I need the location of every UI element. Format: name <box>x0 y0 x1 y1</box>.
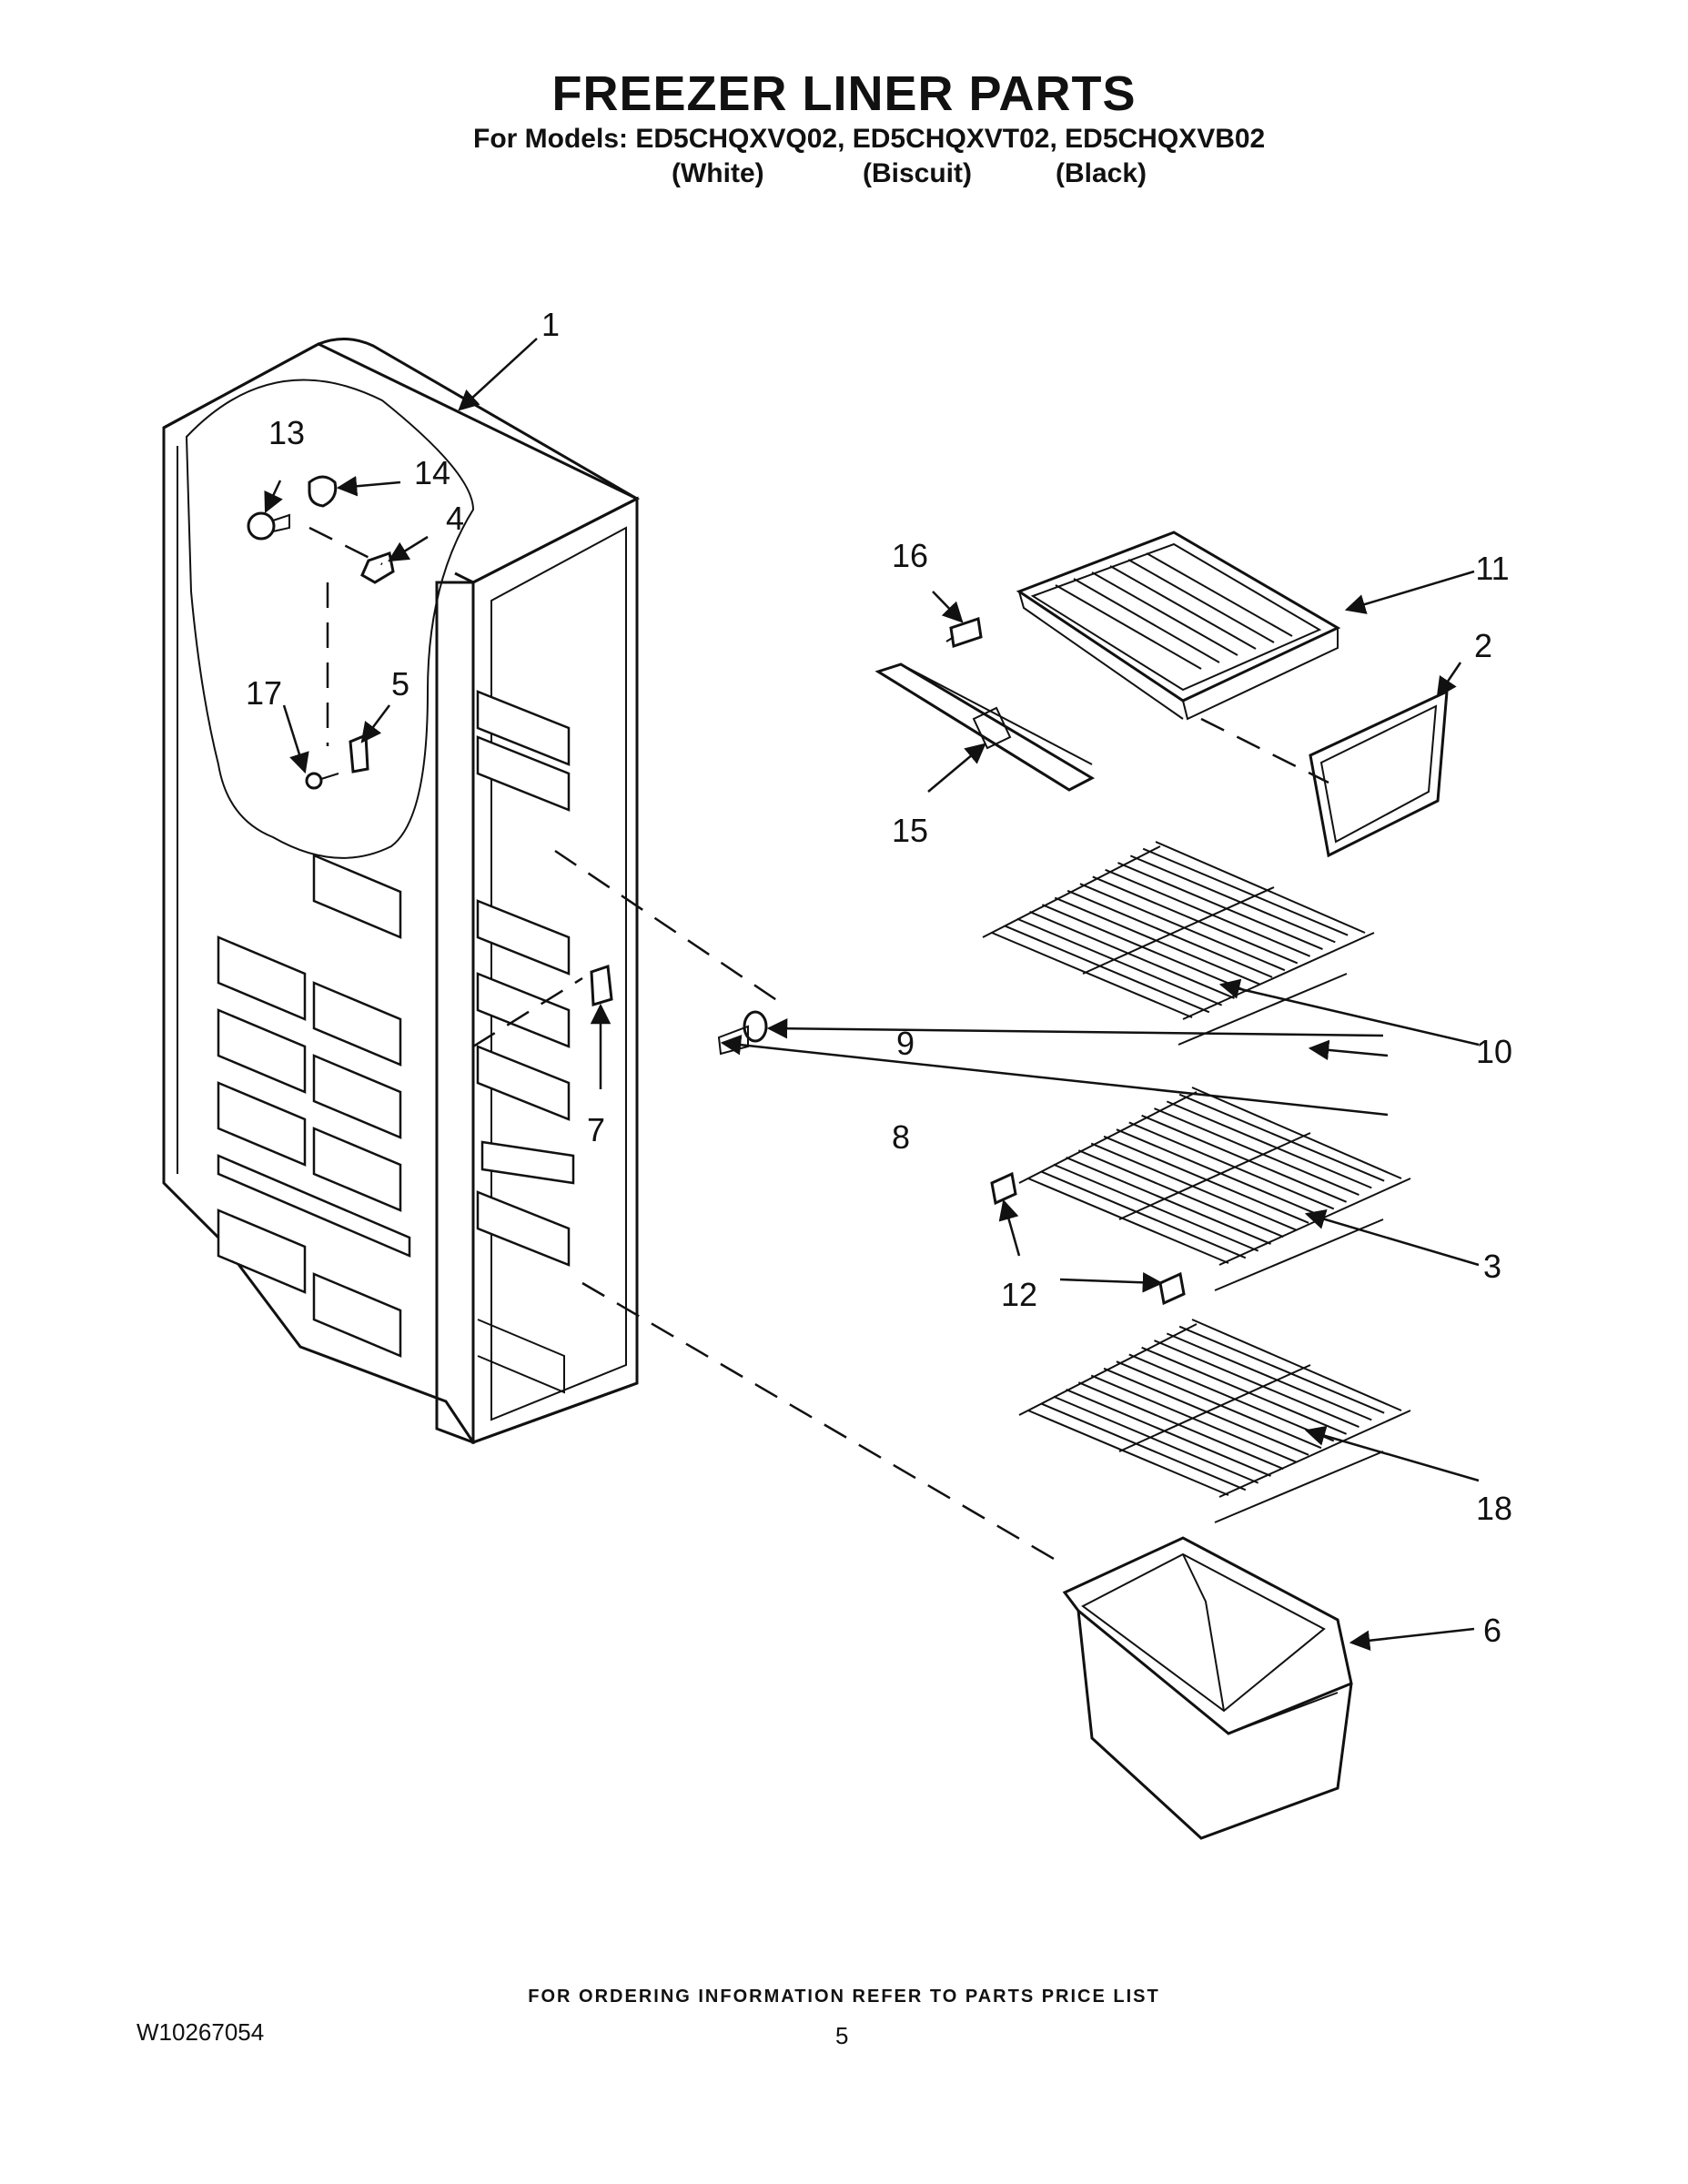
color-black: (Black) <box>1056 158 1147 188</box>
freezer-liner <box>162 338 641 1445</box>
callout-5: 5 <box>390 665 410 703</box>
wall-panels <box>217 854 411 1358</box>
screw <box>945 617 983 648</box>
shelf-rail <box>874 662 1096 792</box>
models-line: For Models: ED5CHQXVQ02, ED5CHQXVT02, ED… <box>473 124 1266 154</box>
wire-shelves <box>982 841 1411 1523</box>
callout-11: 11 <box>1475 550 1510 587</box>
ordering-note: FOR ORDERING INFORMATION REFER TO PARTS … <box>528 1987 1160 2007</box>
callout-6: 6 <box>1482 1612 1502 1649</box>
callout-14: 14 <box>413 454 451 491</box>
leader-arrows <box>264 338 1480 1651</box>
glass-shelf <box>1309 689 1449 858</box>
callout-17: 17 <box>245 674 283 712</box>
page-number: 5 <box>835 2022 849 2049</box>
callout-4: 4 <box>445 500 465 537</box>
callout-13: 13 <box>268 414 306 451</box>
wire-shelf-18 <box>1018 1319 1411 1523</box>
color-white: (White) <box>672 158 764 188</box>
callout-15: 15 <box>891 812 929 849</box>
callout-1: 1 <box>541 306 561 343</box>
shelf-frame <box>1016 531 1341 721</box>
callout-10: 10 <box>1475 1033 1513 1070</box>
freezer-bin <box>1062 1536 1353 1840</box>
page-title: FREEZER LINER PARTS <box>551 66 1137 121</box>
callout-7: 7 <box>586 1111 606 1148</box>
callout-2: 2 <box>1473 627 1493 664</box>
small-parts <box>247 475 768 1056</box>
rail-slots <box>476 690 571 1267</box>
shelf-pins <box>990 1171 1186 1306</box>
callout-3: 3 <box>1482 1248 1502 1285</box>
document-number: W10267054 <box>136 2018 265 2046</box>
callout-18: 18 <box>1475 1490 1513 1527</box>
wire-shelf-3 <box>1018 1087 1411 1291</box>
assembly-lines <box>308 526 1329 1567</box>
color-biscuit: (Biscuit) <box>863 158 972 188</box>
callout-16: 16 <box>891 537 929 574</box>
callout-8: 8 <box>891 1118 911 1156</box>
callout-12: 12 <box>1000 1276 1038 1313</box>
wire-shelf-10 <box>982 841 1375 1046</box>
callout-9: 9 <box>895 1025 915 1062</box>
